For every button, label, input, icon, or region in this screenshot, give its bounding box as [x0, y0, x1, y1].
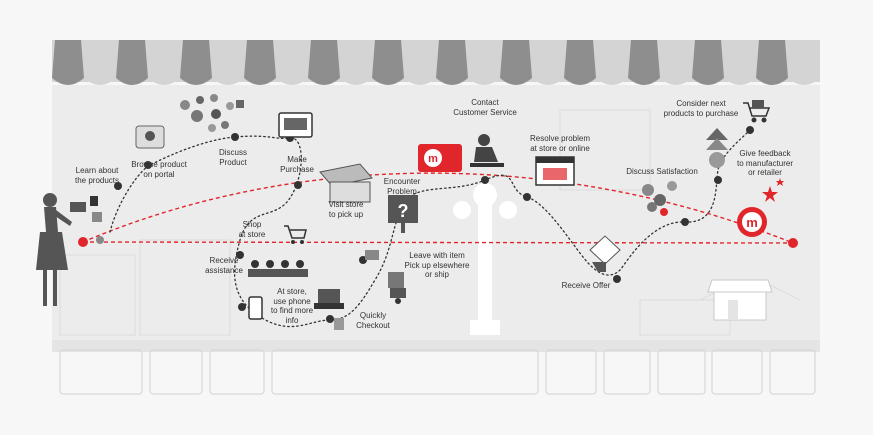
dotted-journey-path — [109, 129, 751, 328]
label-encounter: Encounter Problem — [383, 177, 421, 196]
label-offer: Receive Offer — [561, 281, 611, 290]
awning-stripe — [756, 40, 788, 85]
m-logo-icon: m — [737, 178, 784, 237]
awning-stripe — [84, 40, 116, 85]
shop-counter — [52, 340, 820, 352]
smartphone-icon — [248, 296, 263, 320]
cash-register-icon — [314, 289, 344, 330]
storefront-icon — [319, 163, 373, 203]
awning-stripe — [500, 40, 532, 85]
store-staff-icon — [248, 260, 308, 277]
svg-text:?: ? — [398, 201, 409, 221]
label-resolve: Resolve problem at store or online — [529, 134, 591, 153]
learn-devices-icon — [70, 196, 104, 244]
awning-stripe — [628, 40, 660, 85]
shopping-cart-icon — [284, 225, 307, 244]
shopper-silhouette-icon — [36, 193, 72, 306]
awning — [52, 40, 820, 85]
satisfaction-faces-icon — [642, 181, 677, 216]
feedback-people-icon — [706, 128, 728, 168]
arc-path — [82, 172, 794, 244]
end-point — [788, 238, 798, 248]
counter-drawer — [769, 349, 816, 395]
social-media-icon — [180, 94, 244, 132]
awning-stripe — [308, 40, 340, 85]
awning-stripe — [404, 40, 436, 85]
awning-stripe — [372, 40, 404, 85]
awning-stripe — [52, 40, 84, 85]
label-contact: Contact Customer Service — [453, 98, 517, 117]
tablet-browse-icon — [135, 125, 165, 149]
label-receive: Receive assistance — [205, 256, 243, 275]
awning-stripe — [596, 40, 628, 85]
laptop-icon — [278, 112, 313, 138]
counter-drawer — [59, 349, 143, 395]
awning-stripe — [212, 40, 244, 85]
awning-stripe — [116, 40, 148, 85]
counter-drawer — [657, 349, 706, 395]
straight-path — [82, 241, 794, 244]
counter-drawer — [545, 349, 597, 395]
awning-stripe — [660, 40, 692, 85]
awning-stripe — [788, 40, 820, 85]
label-feedback: Give feedback to manufacturer or retaile… — [736, 149, 794, 177]
awning-stripe — [340, 40, 372, 85]
counter-drawer — [711, 349, 763, 395]
awning-stripe — [724, 40, 756, 85]
counter-drawer — [603, 349, 651, 395]
storefront-wall — [52, 85, 820, 340]
label-purchase: Make Purchase — [280, 155, 314, 174]
journey-nodes — [114, 126, 754, 323]
counter-drawer — [209, 349, 265, 395]
label-visit: Visit store to pick up — [328, 200, 364, 219]
label-leave: Leave with item Pick up elsewhere or shi… — [404, 251, 470, 279]
start-point — [78, 237, 88, 247]
hand-offer-icon — [589, 235, 621, 272]
awning-stripe — [532, 40, 564, 85]
svg-text:m: m — [746, 215, 758, 230]
counter-drawers — [59, 349, 816, 395]
label-phone: At store, use phone to find more info — [270, 287, 314, 325]
background-layer — [52, 85, 820, 395]
question-sign-icon: ? — [388, 195, 418, 233]
small-store-icon — [707, 279, 773, 321]
street-lamp — [453, 183, 517, 335]
label-satisfaction: Discuss Satisfaction — [626, 167, 698, 176]
awning-stripe — [180, 40, 212, 85]
awning-stripe — [276, 40, 308, 85]
label-consider: Consider next products to purchase — [663, 99, 739, 118]
awning-stripe — [692, 40, 724, 85]
customer-service-icon: m — [418, 134, 504, 172]
label-checkout: Quickly Checkout — [356, 311, 390, 330]
label-learn: Learn about the products — [74, 166, 120, 185]
counter-drawer — [271, 349, 539, 395]
journey-paths — [82, 129, 794, 328]
awning-stripe — [244, 40, 276, 85]
label-shop: Shop at store — [238, 220, 266, 239]
awning-stripe — [468, 40, 500, 85]
hand-truck-icon — [365, 250, 406, 304]
browser-store-icon — [535, 156, 575, 186]
cart-next-products-icon — [743, 100, 771, 123]
counter-drawer — [149, 349, 203, 395]
svg-text:m: m — [428, 153, 438, 165]
label-browse: Browse product on portal — [131, 160, 187, 179]
awning-stripe — [436, 40, 468, 85]
awning-stripe — [564, 40, 596, 85]
label-discuss: Discuss Product — [218, 148, 247, 167]
awning-stripe — [148, 40, 180, 85]
awning-base — [52, 40, 820, 82]
